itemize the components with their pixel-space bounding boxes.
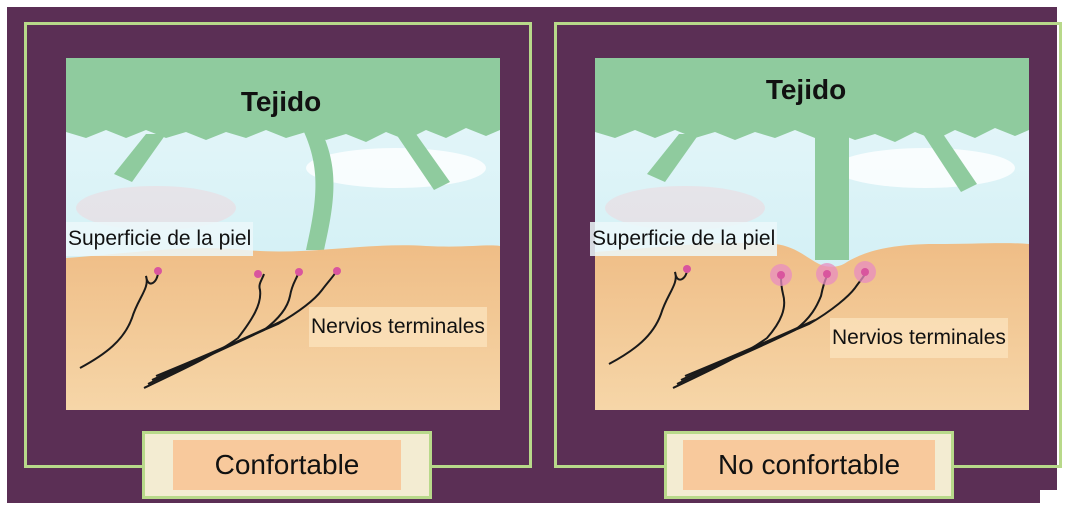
nerve-ending bbox=[254, 270, 262, 278]
tissue-label: Tejido bbox=[212, 78, 350, 126]
nerve-endings-label: Nervios terminales bbox=[309, 307, 487, 347]
tissue-strand-right bbox=[396, 134, 450, 190]
caption-comfortable: Confortable bbox=[173, 440, 401, 490]
caption-frame-comfortable: Confortable bbox=[142, 431, 432, 499]
tissue-strand-left bbox=[114, 134, 166, 182]
nerve-ending bbox=[777, 271, 785, 279]
cloud-shading bbox=[605, 186, 765, 230]
tissue-strand-right bbox=[923, 134, 977, 192]
tissue-strand-pressing bbox=[815, 132, 849, 260]
nerve-ending bbox=[683, 265, 691, 273]
nerve-endings-stimulated bbox=[683, 261, 876, 286]
tissue-strand-left bbox=[647, 134, 699, 182]
skin-surface-label: Superficie de la piel bbox=[590, 222, 778, 256]
tissue-strand-center bbox=[304, 132, 334, 250]
nerve-fibers bbox=[79, 271, 337, 389]
nerve-endings-label: Nervios terminales bbox=[830, 318, 1008, 358]
nerve-ending bbox=[861, 268, 869, 276]
nerve-ending bbox=[295, 268, 303, 276]
caption-uncomfortable: No confortable bbox=[683, 440, 935, 490]
nerve-ending bbox=[333, 267, 341, 275]
cloud-highlight bbox=[835, 148, 1015, 188]
background-notch bbox=[1040, 490, 1076, 515]
nerve-endings bbox=[154, 267, 341, 278]
nerve-ending bbox=[823, 270, 831, 278]
tissue-label: Tejido bbox=[737, 66, 875, 114]
nerve-ending bbox=[154, 267, 162, 275]
cloud-shading bbox=[76, 186, 236, 230]
skin-surface-label: Superficie de la piel bbox=[66, 222, 254, 256]
caption-frame-uncomfortable: No confortable bbox=[664, 431, 954, 499]
